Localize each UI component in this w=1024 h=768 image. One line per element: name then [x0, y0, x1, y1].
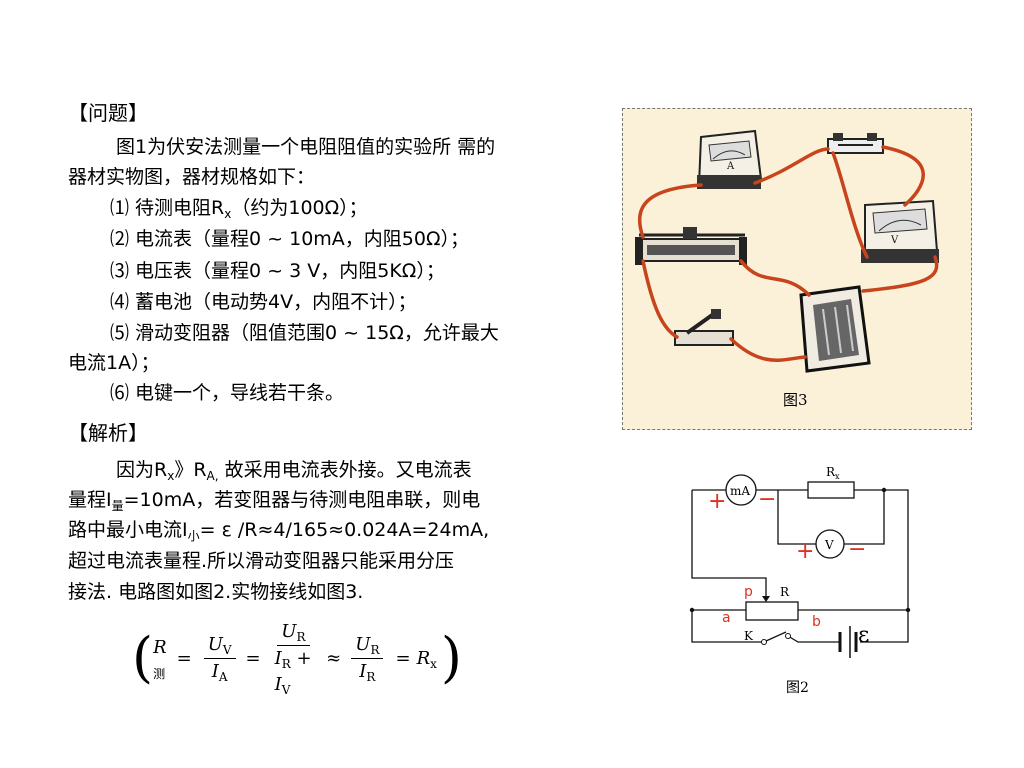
- rx-resistor-symbol: [807, 481, 855, 499]
- problem-item-4: ⑷ 蓄电池（电动势4V，内阻不计）；: [110, 291, 417, 313]
- switch-terminal: [785, 633, 791, 639]
- ma-label: mA: [730, 484, 750, 498]
- formula-right-paren: ): [440, 626, 462, 689]
- problem-heading: 【问题】: [68, 101, 148, 125]
- analysis-line-4: 超过电流表量程.所以滑动变阻器只能采用分压: [68, 550, 455, 572]
- wire-4: [831, 151, 869, 259]
- voltmeter-symbol: [815, 529, 845, 559]
- figure-3-drawing: A V: [635, 129, 939, 373]
- slider-arrowhead: [762, 596, 770, 602]
- junction-dot: [905, 607, 911, 613]
- formula-rhs: Rx: [416, 647, 437, 671]
- figure-2-caption: 图2: [786, 680, 809, 696]
- analysis-line-2: 量程I量=10mA，若变阻器与待测电阻串联，则电: [68, 485, 480, 515]
- junction-dot: [689, 607, 695, 613]
- wire-6: [739, 259, 811, 297]
- formula-eq-1: =: [176, 647, 192, 669]
- emf-label: ε: [858, 623, 869, 648]
- wire-2: [753, 147, 830, 185]
- analysis-line-5: 接法. 电路图如图2.实物接线如图3.: [68, 581, 364, 603]
- wire-5: [861, 255, 939, 293]
- ma-plus-sign: +: [708, 489, 726, 514]
- analysis-heading: 【解析】: [68, 421, 148, 445]
- figure-2-circuit: mA Rx V K ε R p a b + − + − 图2: [689, 465, 911, 696]
- v-label: V: [824, 538, 834, 552]
- formula-eq-2: =: [245, 647, 261, 669]
- milliammeter-symbol: [725, 474, 757, 506]
- item1-suffix: （约为100Ω）；: [231, 197, 368, 219]
- wire-1: [637, 183, 703, 239]
- k-label: K: [744, 629, 754, 643]
- analysis-line-1: 因为Rx》RA, 故采用电流表外接。又电流表: [116, 455, 472, 485]
- formula-left-paren: (: [132, 626, 154, 689]
- connecting-wires: [637, 145, 939, 362]
- l2-sub: 量: [111, 499, 124, 513]
- b-label: b: [812, 614, 821, 630]
- problem-line-2: 器材实物图，器材规格如下：: [68, 166, 316, 188]
- r-label: R: [780, 585, 790, 599]
- fraction-ur-ir: UR IR: [351, 632, 384, 685]
- l1-b: 》R: [174, 459, 207, 481]
- l3-a: 路中最小电流I: [68, 519, 188, 541]
- item1-sub: x: [224, 207, 232, 221]
- wire-7: [641, 259, 679, 339]
- l1-a: 因为R: [116, 459, 168, 481]
- knife-switch-bottom-icon: [674, 309, 734, 346]
- problem-line-1: 图1为伏安法测量一个电阻阻值的实验所 需的: [116, 136, 496, 158]
- ammeter-device-icon: A: [697, 129, 763, 189]
- a-label: a: [722, 610, 731, 626]
- knife-switch-top-icon: [827, 133, 884, 154]
- v-minus-sign: −: [848, 537, 866, 562]
- formula-eq-3: =: [395, 647, 411, 669]
- v-plus-sign: +: [796, 539, 814, 564]
- svg-text:V: V: [890, 235, 899, 246]
- ma-minus-sign: −: [758, 487, 776, 512]
- fraction-ur-ir-iv: UR IR + IV: [274, 620, 312, 697]
- switch-blade: [765, 631, 787, 642]
- switch-terminal: [761, 639, 767, 645]
- l2-a: 量程I: [68, 489, 112, 511]
- p-label: p: [744, 584, 753, 600]
- l2-b: =10mA，若变阻器与待测电阻串联，则电: [123, 489, 481, 511]
- problem-item-3: ⑶ 电压表（量程0 ~ 3 V，内阻5KΩ）；: [110, 260, 445, 282]
- analysis-line-3: 路中最小电流I小= ε /R≈4/165≈0.024A=24mA,: [68, 515, 489, 545]
- figure-3-caption: 图3: [783, 391, 808, 409]
- formula-approx: ≈: [326, 647, 342, 669]
- l3-sub: 小: [187, 529, 200, 543]
- l1-sub2: A,: [206, 469, 219, 483]
- battery-device-icon: [799, 285, 871, 373]
- problem-item-5a: ⑸ 滑动变阻器（阻值范围0 ~ 15Ω，允许最大: [110, 322, 499, 344]
- rx-label: Rx: [826, 465, 840, 481]
- l1-c: 故采用电流表外接。又电流表: [218, 459, 472, 481]
- formula: ( R测 = UV IA = UR IR + IV ≈ UR IR = Rx ): [132, 621, 462, 696]
- l3-b: = ε /R≈4/165≈0.024A=24mA,: [199, 519, 490, 541]
- rheostat-device-icon: [635, 227, 747, 265]
- fraction-uv-ia: UV IA: [203, 632, 236, 685]
- wire-3: [881, 145, 925, 207]
- problem-item-5b: 电流1A）；: [68, 352, 160, 374]
- l1-sub1: x: [167, 469, 175, 483]
- item1-prefix: ⑴ 待测电阻R: [110, 197, 225, 219]
- problem-item-6: ⑹ 电键一个，导线若干条。: [110, 382, 345, 404]
- svg-text:A: A: [726, 161, 735, 172]
- figure-3-wiring: A V: [622, 108, 972, 430]
- problem-item-1: ⑴ 待测电阻Rx（约为100Ω）；: [110, 193, 368, 223]
- junction-dot: [881, 487, 887, 493]
- wire-8: [729, 337, 807, 362]
- formula-lhs: R测: [153, 637, 167, 681]
- voltmeter-device-icon: V: [861, 199, 939, 263]
- problem-item-2: ⑵ 电流表（量程0 ~ 10mA，内阻50Ω）；: [110, 228, 470, 250]
